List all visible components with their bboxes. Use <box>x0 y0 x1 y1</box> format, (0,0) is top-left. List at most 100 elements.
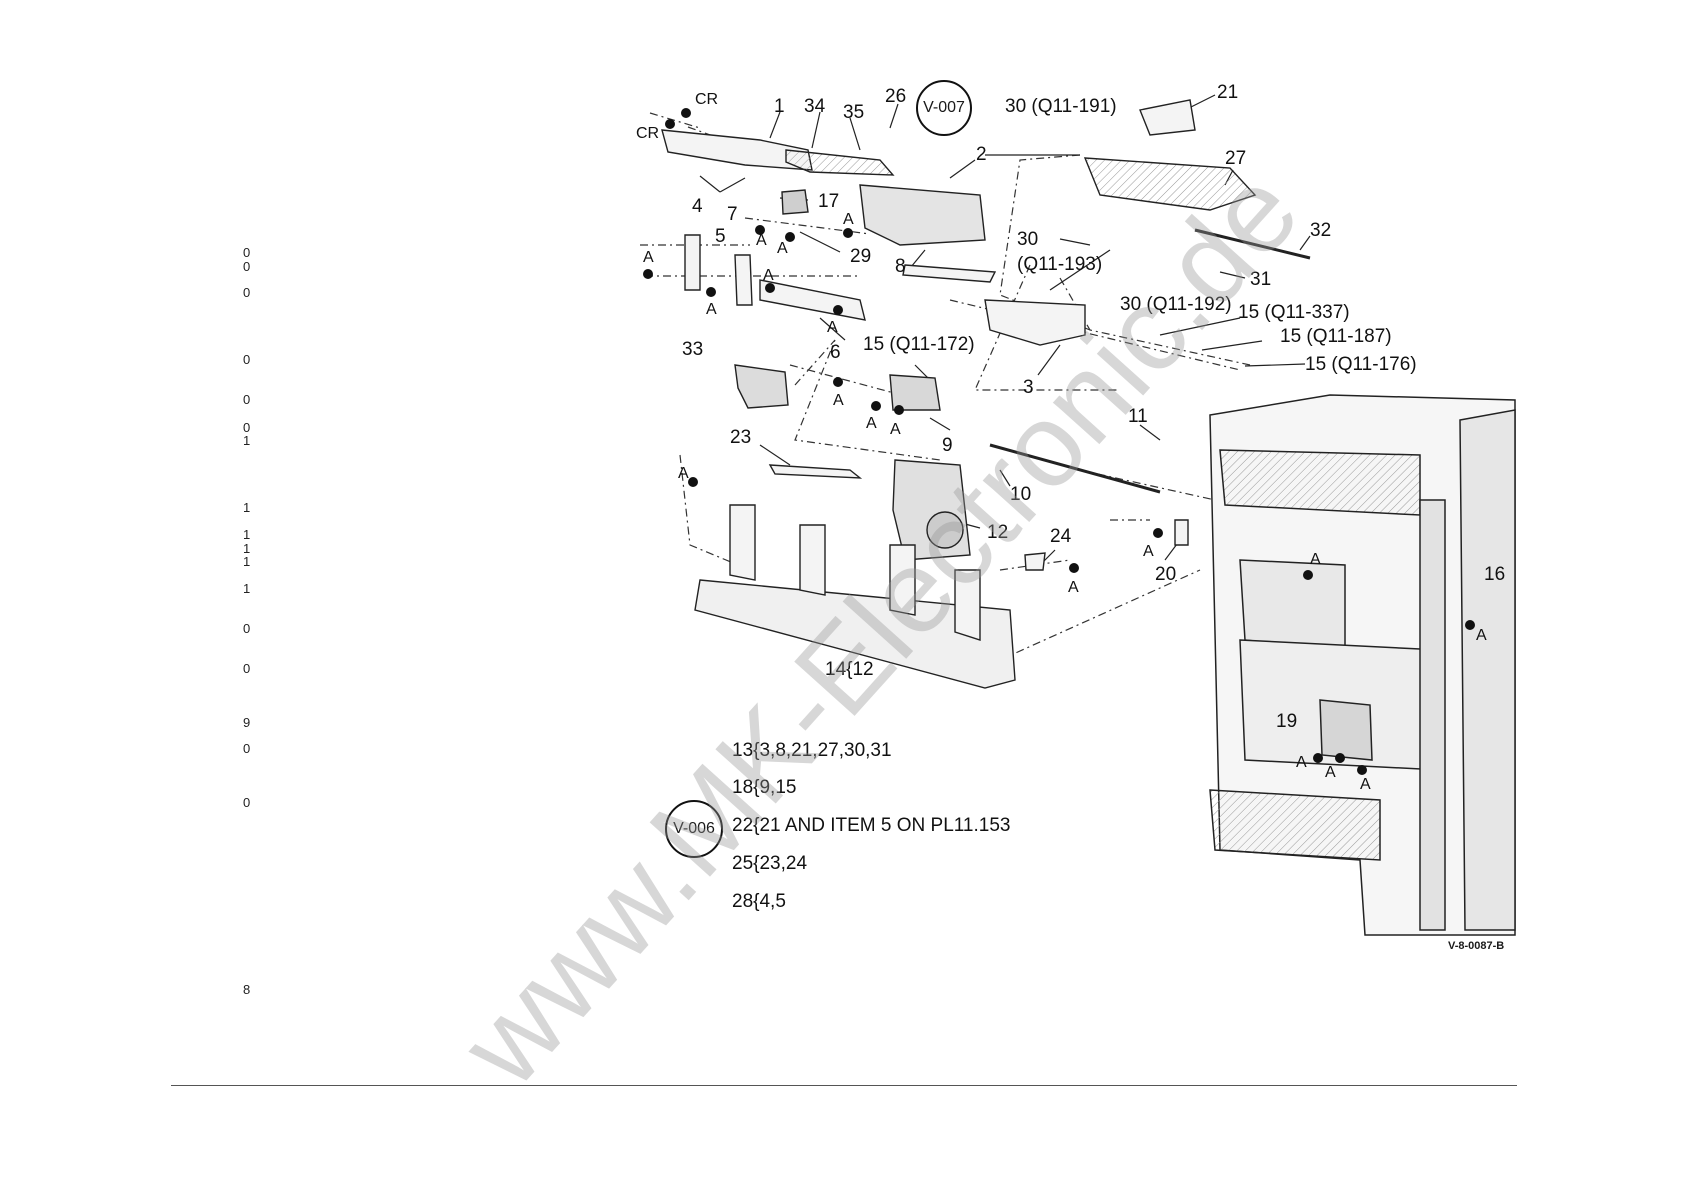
label-part-29: 29 <box>850 246 871 267</box>
fastener-dot <box>1153 528 1163 538</box>
fastener-dot <box>681 108 691 118</box>
fastener-dot <box>894 405 904 415</box>
part-frame-14-arm <box>889 544 916 616</box>
machine-frame <box>1209 394 1516 936</box>
fastener-dot <box>1303 570 1313 580</box>
part-plate-8 <box>902 264 997 283</box>
fastener-dot <box>755 225 765 235</box>
label-part-15-q172: 15 (Q11-172) <box>863 334 975 355</box>
label-a: A <box>1325 764 1336 781</box>
fastener-dot <box>1335 753 1345 763</box>
label-part-6: 6 <box>830 342 841 363</box>
label-part-31: 31 <box>1250 269 1271 290</box>
label-a: A <box>706 301 717 318</box>
label-part-9: 9 <box>942 435 953 456</box>
label-a: A <box>833 392 844 409</box>
margin-digit: 0 <box>243 741 251 756</box>
fastener-dot <box>706 287 716 297</box>
label-part-16: 16 <box>1484 564 1505 585</box>
label-cr-top: CR <box>695 91 718 108</box>
margin-digit: 0 <box>243 420 251 435</box>
margin-digit: 0 <box>243 795 251 810</box>
label-a: A <box>1310 551 1321 568</box>
fastener-dot <box>1069 563 1079 573</box>
label-part-23: 23 <box>730 427 751 448</box>
part-frame-14-arm <box>729 504 756 581</box>
part-bracket-5 <box>734 254 753 306</box>
label-part-30-q191: 30 (Q11-191) <box>1005 96 1117 117</box>
label-a: A <box>890 421 901 438</box>
part-cover-33 <box>734 364 789 409</box>
fastener-dot <box>643 269 653 279</box>
margin-digit: 1 <box>243 554 251 569</box>
fastener-dots <box>643 108 1475 775</box>
fastener-dot <box>871 401 881 411</box>
drawing-id: V-8-0087-B <box>1448 940 1505 952</box>
margin-digit: 1 <box>243 581 251 596</box>
margin-digit: 1 <box>243 433 251 448</box>
fastener-dot <box>1465 620 1475 630</box>
margin-digit: 0 <box>243 392 251 407</box>
legend-line: 13{3,8,21,27,30,31 <box>732 740 892 761</box>
label-a: A <box>643 249 654 266</box>
label-part-4: 4 <box>692 196 703 217</box>
label-part-21: 21 <box>1217 82 1238 103</box>
label-a: A <box>843 211 854 228</box>
part-drive-assembly-2 <box>859 184 986 246</box>
label-part-27: 27 <box>1225 148 1246 169</box>
margin-digit: 0 <box>243 352 251 367</box>
label-a: A <box>1068 579 1079 596</box>
label-part-20: 20 <box>1155 564 1176 585</box>
part-frame-14-arm <box>799 524 826 596</box>
part-guide-27 <box>1083 157 1257 211</box>
label-part-35: 35 <box>843 102 864 123</box>
label-part-15-q176: 15 (Q11-176) <box>1305 354 1417 375</box>
legend-line: 28{4,5 <box>732 891 786 912</box>
label-a: A <box>866 415 877 432</box>
part-clip-24 <box>1024 552 1046 571</box>
margin-digit: 1 <box>243 527 251 542</box>
legend-line: 18{9,15 <box>732 777 797 798</box>
label-part-11: 11 <box>1128 406 1148 427</box>
view-reference-v006: V-006 <box>665 800 723 858</box>
part-bracket-21 <box>1139 99 1196 136</box>
margin-digit: 0 <box>243 259 251 274</box>
label-part-5: 5 <box>715 226 726 247</box>
label-part-17: 17 <box>818 191 839 212</box>
fastener-dot <box>665 119 675 129</box>
label-a: A <box>1143 543 1154 560</box>
part-rail-6 <box>759 279 866 321</box>
label-a: A <box>1360 776 1371 793</box>
label-part-32: 32 <box>1310 220 1331 241</box>
fastener-dot <box>688 477 698 487</box>
fastener-dot <box>843 228 853 238</box>
label-part-7: 7 <box>727 204 738 225</box>
label-part-15-q337: 15 (Q11-337) <box>1238 302 1350 323</box>
margin-digit: 0 <box>243 285 251 300</box>
margin-digit: 1 <box>243 500 251 515</box>
label-cr-left: CR <box>636 125 659 142</box>
label-part-12: 12 <box>987 522 1008 543</box>
part-rod-32 <box>1194 228 1311 260</box>
margin-digit: 0 <box>243 245 251 260</box>
label-part-19: 19 <box>1276 711 1297 732</box>
label-a: A <box>756 232 767 249</box>
part-duct-34 <box>785 149 895 176</box>
margin-digit: 9 <box>243 715 251 730</box>
label-part-1: 1 <box>774 96 785 117</box>
fastener-dot <box>785 232 795 242</box>
footer-divider <box>171 1085 1517 1086</box>
view-reference-v007: V-007 <box>916 80 972 136</box>
part-bracket-20 <box>1174 519 1189 546</box>
fastener-dot <box>833 377 843 387</box>
part-harness-23 <box>768 464 863 479</box>
legend-line: 22{21 AND ITEM 5 ON PL11.153 <box>732 815 1011 836</box>
label-part-30: 30 <box>1017 229 1038 250</box>
label-part-2: 2 <box>976 144 987 165</box>
part-rod-10 <box>989 443 1161 494</box>
label-part-33: 33 <box>682 339 703 360</box>
label-a: A <box>827 319 838 336</box>
margin-digit: 0 <box>243 621 251 636</box>
part-motor-9 <box>889 374 941 411</box>
